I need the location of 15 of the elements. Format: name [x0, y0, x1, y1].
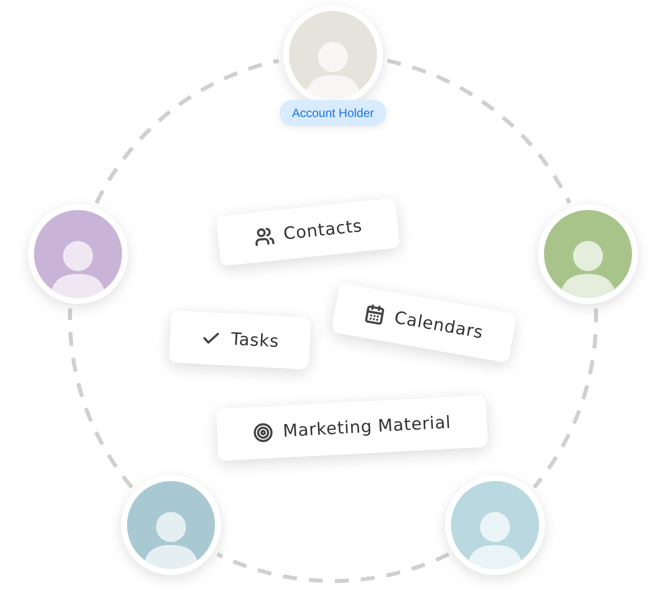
- card-label: Marketing Material: [282, 412, 452, 442]
- dashed-ring-arc: [68, 308, 134, 489]
- role-tag: Account Holder: [280, 100, 386, 126]
- dashed-ring-arc: [94, 58, 280, 204]
- dashed-ring-arc: [532, 308, 598, 489]
- avatar-placeholder: [544, 210, 632, 298]
- avatar-placeholder: [289, 11, 377, 99]
- avatar-placeholder: [127, 481, 216, 570]
- avatar-placeholder: [450, 481, 539, 570]
- card-label: Tasks: [230, 330, 280, 352]
- avatar-placeholder: [34, 210, 122, 298]
- card-label: Calendars: [392, 308, 485, 344]
- dashed-ring-arc: [386, 58, 572, 204]
- dashed-ring-arc: [216, 552, 450, 583]
- card-label: Contacts: [282, 216, 364, 244]
